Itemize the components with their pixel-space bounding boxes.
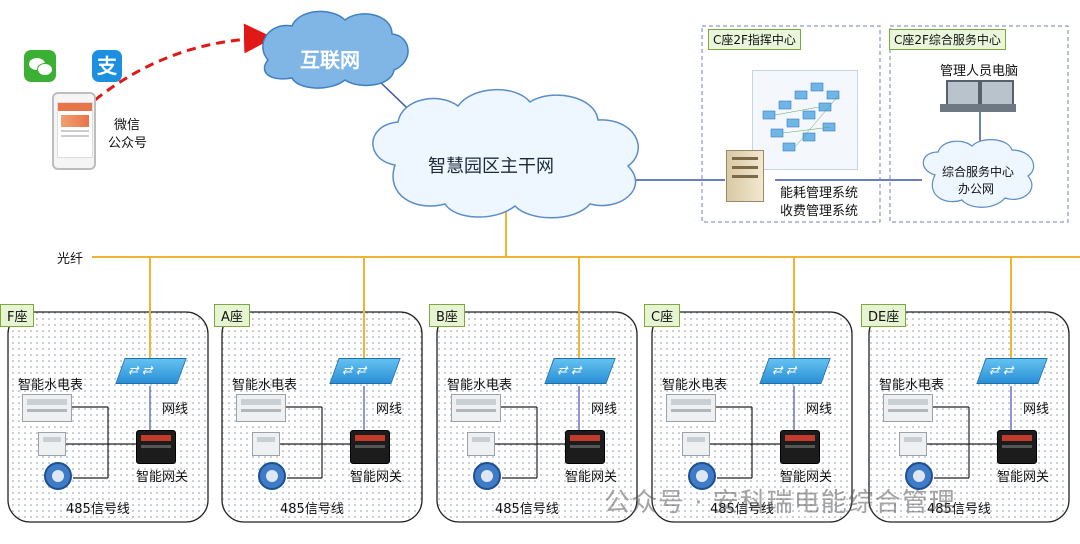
network-switch-icon: ⇄ ⇄ xyxy=(329,358,401,384)
meter-label: 智能水电表 xyxy=(18,378,84,393)
single-meter-icon xyxy=(899,432,927,456)
service-center-title: C座2F综合服务中心 xyxy=(889,29,1006,50)
meter-label: 智能水电表 xyxy=(447,378,513,393)
building-name-tag: B座 xyxy=(429,304,465,327)
phone-icon xyxy=(52,92,96,170)
building-0: F座 智能水电表 ⇄ ⇄ 网线 智能网关 485信号线 xyxy=(0,304,208,522)
building-name-tag: F座 xyxy=(0,304,35,327)
water-meter-icon xyxy=(258,462,286,490)
command-center-title: C座2F指挥中心 xyxy=(708,29,801,50)
internet-label: 互联网 xyxy=(300,48,360,72)
internet-cloud xyxy=(262,10,409,89)
electric-meter-icon xyxy=(236,394,286,422)
bus-label: 485信号线 xyxy=(927,502,991,517)
building-name-tag: DE座 xyxy=(861,304,907,327)
network-switch-icon: ⇄ ⇄ xyxy=(544,358,616,384)
watermark: 公众号 · 安科瑞电能综合管理 xyxy=(604,488,956,518)
office-cloud xyxy=(922,139,1035,208)
office-label-1: 综合服务中心 xyxy=(942,165,1015,179)
building-1: A座 智能水电表 ⇄ ⇄ 网线 智能网关 485信号线 xyxy=(214,304,422,522)
pc-icon-1 xyxy=(946,80,980,106)
gateway-label: 智能网关 xyxy=(997,470,1050,485)
bus-label: 485信号线 xyxy=(495,502,559,517)
network-switch-icon: ⇄ ⇄ xyxy=(115,358,187,384)
gateway-label: 智能网关 xyxy=(780,470,833,485)
building-4: DE座 智能水电表 ⇄ ⇄ 网线 智能网关 485信号线 xyxy=(861,304,1069,522)
gateway-device-icon xyxy=(565,430,605,464)
system-label-2: 收费管理系统 xyxy=(780,204,859,219)
gateway-device-icon xyxy=(136,430,176,464)
water-meter-icon xyxy=(473,462,501,490)
wechat-internet-arrow xyxy=(94,23,274,102)
meter-label: 智能水电表 xyxy=(232,378,298,393)
bus-label: 485信号线 xyxy=(280,502,344,517)
net-cable-label: 网线 xyxy=(376,402,403,417)
building-name-tag: C座 xyxy=(644,304,681,327)
service-center-box xyxy=(889,25,1069,223)
system-label-1: 能耗管理系统 xyxy=(780,186,859,201)
network-switch-icon: ⇄ ⇄ xyxy=(759,358,831,384)
water-meter-icon xyxy=(905,462,933,490)
electric-meter-icon xyxy=(883,394,933,422)
gateway-label: 智能网关 xyxy=(136,470,189,485)
building-2: B座 智能水电表 ⇄ ⇄ 网线 智能网关 485信号线 xyxy=(429,304,637,522)
fiber-label: 光纤 xyxy=(54,248,87,267)
building-3: C座 智能水电表 ⇄ ⇄ 网线 智能网关 485信号线 xyxy=(644,304,852,522)
single-meter-icon xyxy=(252,432,280,456)
electric-meter-icon xyxy=(451,394,501,422)
electric-meter-icon xyxy=(22,394,72,422)
office-label-2: 办公网 xyxy=(958,182,995,196)
gateway-label: 智能网关 xyxy=(565,470,618,485)
gateway-device-icon xyxy=(350,430,390,464)
building-name-tag: A座 xyxy=(214,304,250,327)
backbone-cloud xyxy=(372,89,639,219)
bus-label: 485信号线 xyxy=(66,502,130,517)
meter-label: 智能水电表 xyxy=(662,378,728,393)
single-meter-icon xyxy=(467,432,495,456)
single-meter-icon xyxy=(682,432,710,456)
water-meter-icon xyxy=(688,462,716,490)
gateway-device-icon xyxy=(997,430,1037,464)
net-cable-label: 网线 xyxy=(806,402,833,417)
net-cable-label: 网线 xyxy=(162,402,189,417)
pc-keyboard-icon xyxy=(940,104,1016,112)
gateway-device-icon xyxy=(780,430,820,464)
backbone-label: 智慧园区主干网 xyxy=(428,156,554,177)
network-switch-icon: ⇄ ⇄ xyxy=(976,358,1048,384)
wechat-label-1: 微信 xyxy=(114,118,141,133)
alipay-app-icon: 支 xyxy=(92,50,122,82)
server-icon xyxy=(726,150,764,202)
bus-label: 485信号线 xyxy=(710,502,774,517)
single-meter-icon xyxy=(38,432,66,456)
electric-meter-icon xyxy=(666,394,716,422)
pc-icon-2 xyxy=(980,80,1014,106)
pc-label: 管理人员电脑 xyxy=(940,64,1019,79)
gateway-label: 智能网关 xyxy=(350,470,403,485)
meter-label: 智能水电表 xyxy=(879,378,945,393)
command-center-box xyxy=(701,25,881,223)
wechat-app-icon xyxy=(24,50,56,82)
net-cable-label: 网线 xyxy=(591,402,618,417)
water-meter-icon xyxy=(44,462,72,490)
net-cable-label: 网线 xyxy=(1023,402,1050,417)
monitoring-screen xyxy=(752,70,858,170)
wechat-label-2: 公众号 xyxy=(108,136,148,151)
